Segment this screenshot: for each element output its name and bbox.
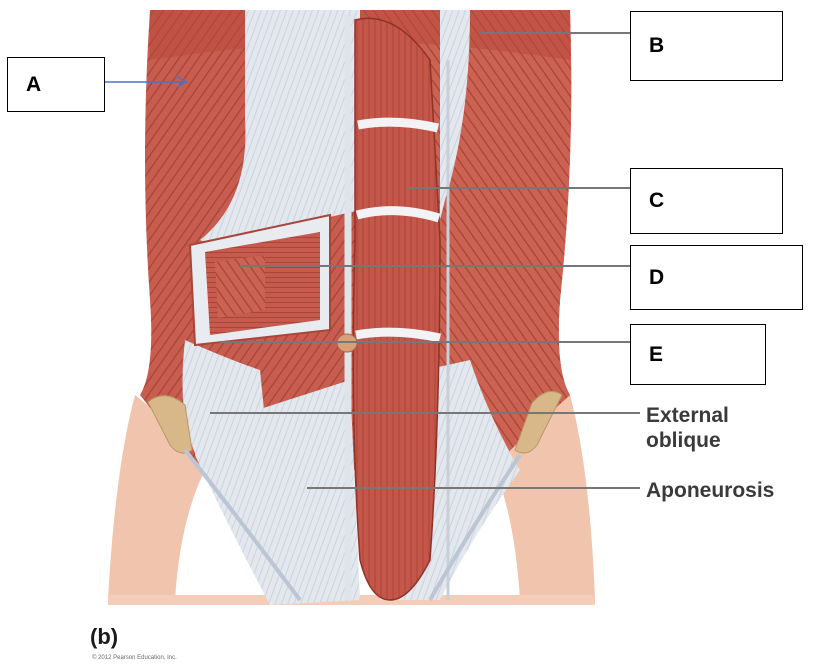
copyright-notice: © 2012 Pearson Education, Inc. <box>92 655 177 661</box>
label-box-b: B <box>630 11 783 81</box>
label-a-text: A <box>26 73 41 97</box>
label-b-text: B <box>649 34 664 58</box>
label-box-a: A <box>7 57 105 112</box>
label-c-text: C <box>649 189 664 213</box>
label-box-d: D <box>630 245 803 310</box>
label-e-text: E <box>649 343 663 367</box>
panel-label: (b) <box>90 624 118 650</box>
callout-aponeurosis: Aponeurosis <box>646 478 774 503</box>
label-box-e: E <box>630 324 766 385</box>
label-box-c: C <box>630 168 783 234</box>
label-d-text: D <box>649 266 664 290</box>
callout-external-oblique: External oblique <box>646 403 729 453</box>
